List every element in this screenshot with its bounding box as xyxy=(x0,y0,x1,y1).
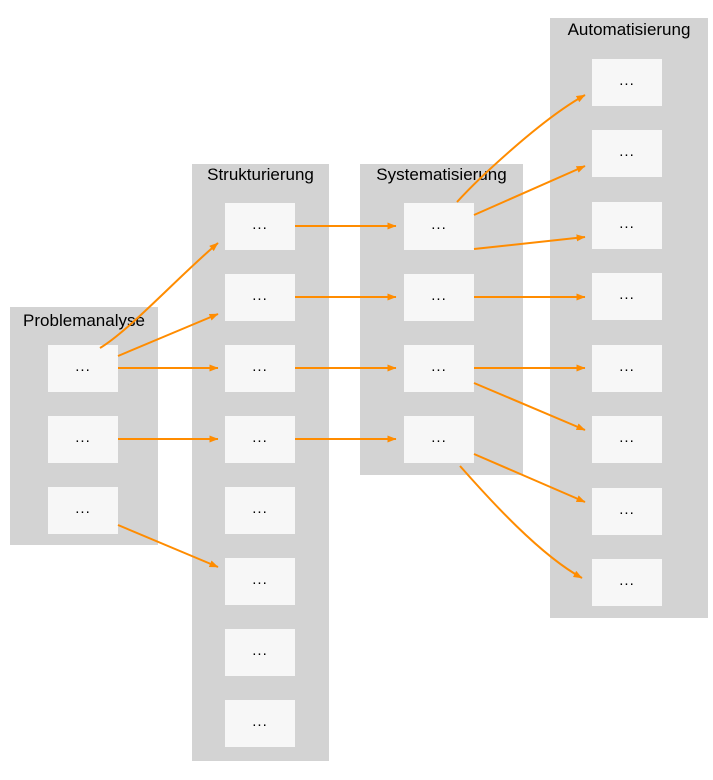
node-a1[interactable]: ... xyxy=(592,59,662,106)
node-label: ... xyxy=(252,712,268,730)
node-a6[interactable]: ... xyxy=(592,416,662,463)
node-label: ... xyxy=(252,641,268,659)
node-label: ... xyxy=(619,500,635,518)
lane-title-systematisierung: Systematisierung xyxy=(376,165,507,184)
node-label: ... xyxy=(619,571,635,589)
lane-title-automatisierung: Automatisierung xyxy=(567,20,691,39)
node-label: ... xyxy=(252,215,268,233)
node-s5[interactable]: ... xyxy=(225,487,295,534)
node-p1[interactable]: ... xyxy=(48,345,118,392)
node-label: ... xyxy=(431,357,447,375)
node-s1[interactable]: ... xyxy=(225,203,295,250)
node-a8[interactable]: ... xyxy=(592,559,662,606)
node-s7[interactable]: ... xyxy=(225,629,295,676)
node-s2[interactable]: ... xyxy=(225,274,295,321)
node-label: ... xyxy=(75,428,91,446)
node-label: ... xyxy=(252,286,268,304)
node-label: ... xyxy=(431,428,447,446)
node-label: ... xyxy=(619,357,635,375)
node-y3[interactable]: ... xyxy=(404,345,474,392)
lane-title-strukturierung: Strukturierung xyxy=(207,165,314,184)
lane-title-problemanalyse: Problemanalyse xyxy=(23,311,145,330)
node-label: ... xyxy=(252,570,268,588)
node-s3[interactable]: ... xyxy=(225,345,295,392)
node-s8[interactable]: ... xyxy=(225,700,295,747)
node-s6[interactable]: ... xyxy=(225,558,295,605)
node-y1[interactable]: ... xyxy=(404,203,474,250)
node-p2[interactable]: ... xyxy=(48,416,118,463)
node-a7[interactable]: ... xyxy=(592,488,662,535)
node-label: ... xyxy=(619,428,635,446)
node-label: ... xyxy=(431,215,447,233)
node-label: ... xyxy=(431,286,447,304)
node-a3[interactable]: ... xyxy=(592,202,662,249)
node-label: ... xyxy=(252,499,268,517)
node-a5[interactable]: ... xyxy=(592,345,662,392)
node-label: ... xyxy=(619,71,635,89)
node-s4[interactable]: ... xyxy=(225,416,295,463)
node-label: ... xyxy=(252,428,268,446)
node-label: ... xyxy=(619,285,635,303)
node-y2[interactable]: ... xyxy=(404,274,474,321)
node-label: ... xyxy=(75,357,91,375)
node-a4[interactable]: ... xyxy=(592,273,662,320)
node-y4[interactable]: ... xyxy=(404,416,474,463)
node-a2[interactable]: ... xyxy=(592,130,662,177)
node-label: ... xyxy=(619,142,635,160)
node-label: ... xyxy=(252,357,268,375)
node-label: ... xyxy=(619,214,635,232)
node-p3[interactable]: ... xyxy=(48,487,118,534)
node-label: ... xyxy=(75,499,91,517)
